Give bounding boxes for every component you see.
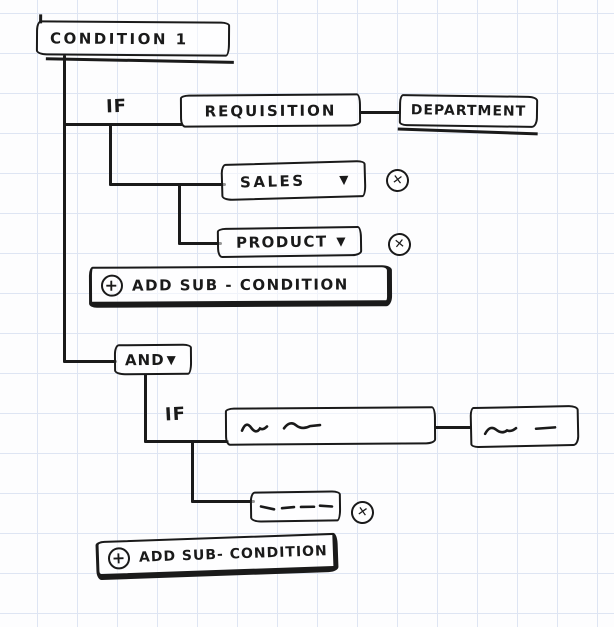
product-dropdown[interactable]: PRODUCT ▼ [216, 225, 363, 259]
placeholder-value-field[interactable] [249, 490, 342, 523]
connector-line [191, 500, 255, 503]
sales-dropdown-value: SALES [239, 171, 306, 191]
remove-icon[interactable]: ✕ [386, 231, 413, 258]
sales-dropdown[interactable]: SALES ▼ [220, 159, 367, 202]
connector-line [144, 440, 229, 443]
plus-icon: + [100, 274, 124, 297]
x-glyph: ✕ [355, 504, 370, 521]
add-subcondition-label: ADD SUB - CONDITION [131, 274, 349, 295]
add-subcondition-button-1[interactable]: + ADD SUB - CONDITION [88, 265, 393, 308]
placeholder-squiggle [483, 425, 557, 435]
chevron-down-icon: ▼ [339, 171, 352, 187]
x-glyph: ✕ [391, 172, 404, 189]
connector-line [63, 123, 183, 126]
requisition-field-label: REQUISITION [204, 101, 337, 120]
placeholder-squiggle [240, 422, 322, 433]
if-label-1: IF [105, 95, 128, 118]
add-subcondition-button-2[interactable]: + ADD SUB- CONDITION [95, 532, 339, 581]
plus-glyph: + [111, 547, 127, 568]
plus-glyph: + [104, 275, 120, 295]
condition-name-field[interactable]: CONDITION 1 [35, 20, 231, 57]
connector-line [191, 440, 194, 503]
chevron-down-icon: ▼ [336, 234, 348, 249]
and-operator-dropdown[interactable]: AND ▼ [113, 343, 193, 376]
connector-line [63, 55, 66, 363]
connector-line [434, 426, 472, 429]
chevron-down-icon: ▼ [166, 352, 177, 367]
plus-icon: + [107, 546, 131, 570]
placeholder-field-1[interactable] [224, 406, 437, 446]
connector-line [63, 360, 117, 363]
remove-icon[interactable]: ✕ [384, 167, 411, 194]
connector-line [109, 183, 226, 186]
if-label-2: IF [164, 403, 187, 426]
connector-line [178, 183, 181, 245]
connector-line [178, 242, 222, 245]
condition-name-label: CONDITION 1 [49, 28, 189, 48]
department-field[interactable]: DEPARTMENT [398, 94, 539, 128]
requisition-field[interactable]: REQUISITION [179, 93, 362, 128]
connector-line [359, 111, 401, 114]
placeholder-dashes [259, 503, 334, 511]
product-dropdown-value: PRODUCT [235, 232, 328, 252]
placeholder-field-2[interactable] [469, 404, 580, 449]
and-operator-value: AND [124, 350, 165, 369]
connector-line [144, 374, 147, 443]
connector-line [109, 123, 112, 186]
department-field-label: DEPARTMENT [410, 102, 527, 120]
remove-icon[interactable]: ✕ [349, 499, 376, 526]
add-subcondition-label: ADD SUB- CONDITION [138, 542, 329, 566]
x-glyph: ✕ [393, 236, 406, 253]
